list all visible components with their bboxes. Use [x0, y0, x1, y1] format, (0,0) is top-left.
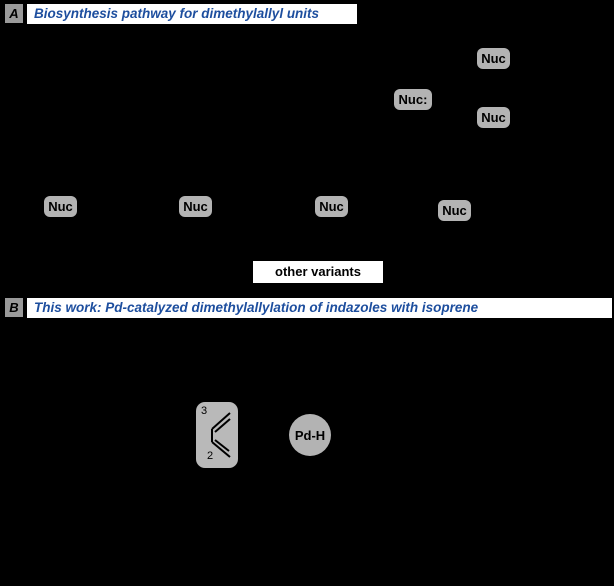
- isoprene-box: 3 2: [196, 402, 238, 468]
- carbon-3-label: 3: [201, 405, 208, 417]
- panel-b-badge: B: [5, 298, 23, 317]
- panel-a-title: Biosynthesis pathway for dimethylallyl u…: [27, 4, 357, 24]
- nuc-pill: Nuc: [438, 200, 471, 221]
- nuc-pill: Nuc:: [394, 89, 432, 110]
- other-variants-label: other variants: [253, 261, 383, 283]
- nuc-pill: Nuc: [179, 196, 212, 217]
- panel-a-badge: A: [5, 4, 23, 23]
- nuc-pill: Nuc: [44, 196, 77, 217]
- panel-b-title: This work: Pd-catalyzed dimethylallylati…: [27, 298, 612, 318]
- nuc-pill: Nuc: [477, 48, 510, 69]
- isoprene-structure-icon: [211, 412, 231, 458]
- nuc-pill: Nuc: [477, 107, 510, 128]
- pd-h-badge: Pd-H: [289, 414, 331, 456]
- nuc-pill: Nuc: [315, 196, 348, 217]
- carbon-2-label: 2: [207, 450, 214, 462]
